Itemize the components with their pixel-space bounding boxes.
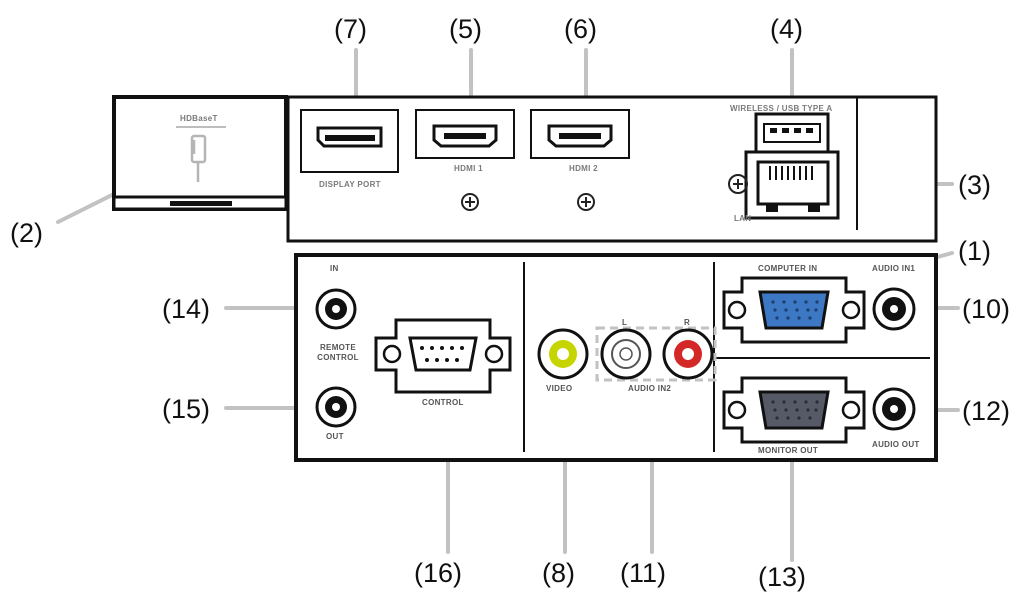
callout-13: (13) — [758, 562, 807, 592]
label-remote-control: REMOTE CONTROL — [317, 343, 359, 362]
label-hdbaset: HDBaseT — [180, 114, 218, 123]
plug-icon — [190, 134, 207, 182]
label-remote-in: IN — [330, 264, 339, 273]
callout-14: (14) — [162, 294, 211, 324]
screw-icon — [577, 193, 595, 211]
callout-11: (11) — [620, 558, 667, 588]
label-remote-out: OUT — [326, 432, 344, 441]
serial-port — [374, 318, 512, 394]
video-rca-jack — [537, 328, 589, 380]
label-audio-left: L — [622, 318, 628, 327]
label-audio-in1: AUDIO IN1 — [872, 264, 916, 273]
hdbaset-slot — [170, 201, 232, 206]
callout-5: (5) — [449, 14, 482, 44]
monitor-out-vga-port — [722, 376, 866, 444]
audio-in1-jack — [872, 287, 916, 331]
label-audio-in2: AUDIO IN2 — [628, 384, 672, 393]
usb-lan-connector — [728, 112, 840, 220]
callout-1: (1) — [958, 236, 991, 266]
label-monitor-out: MONITOR OUT — [758, 446, 819, 455]
label-computer-in: COMPUTER IN — [758, 264, 818, 273]
computer-in-vga-port — [722, 276, 866, 344]
callout-15: (15) — [162, 394, 211, 424]
hdmi1-connector — [415, 109, 515, 211]
displayport-connector — [300, 109, 399, 173]
callout-12: (12) — [962, 396, 1011, 426]
remote-out-jack — [315, 386, 357, 428]
hdmi-port — [547, 124, 613, 148]
audio-in2-left-jack — [600, 328, 652, 380]
label-hdmi1: HDMI 1 — [454, 164, 483, 173]
callout-10: (10) — [962, 294, 1011, 324]
lan-port — [744, 150, 840, 220]
audio-in2-right-jack — [662, 328, 714, 380]
label-control: CONTROL — [422, 398, 464, 407]
remote-in-jack — [315, 288, 357, 330]
audio-out-jack — [872, 387, 916, 431]
screw-icon — [728, 174, 748, 194]
callout-2: (2) — [10, 218, 43, 248]
lower-panel — [294, 253, 938, 462]
label-audio-out: AUDIO OUT — [872, 440, 920, 449]
callout-3: (3) — [958, 170, 991, 200]
label-hdmi2: HDMI 2 — [569, 164, 598, 173]
callout-8: (8) — [542, 558, 575, 588]
label-wireless: WIRELESS / USB TYPE A — [730, 104, 833, 113]
callout-4: (4) — [770, 14, 803, 44]
upper-panel — [112, 95, 938, 243]
callout-16: (16) — [414, 558, 463, 588]
label-lan: LAN — [734, 214, 752, 223]
hdmi2-connector — [530, 109, 630, 211]
callout-7: (7) — [334, 14, 367, 44]
displayport-port — [316, 126, 383, 148]
callout-6: (6) — [564, 14, 597, 44]
label-displayport: DISPLAY PORT — [319, 180, 381, 189]
audio-in2-dashed-group — [595, 326, 717, 382]
hdbaset-module — [112, 95, 288, 211]
screw-icon — [461, 193, 479, 211]
hdmi-port — [432, 124, 498, 148]
label-video: VIDEO — [546, 384, 573, 393]
label-audio-right: R — [684, 318, 691, 327]
